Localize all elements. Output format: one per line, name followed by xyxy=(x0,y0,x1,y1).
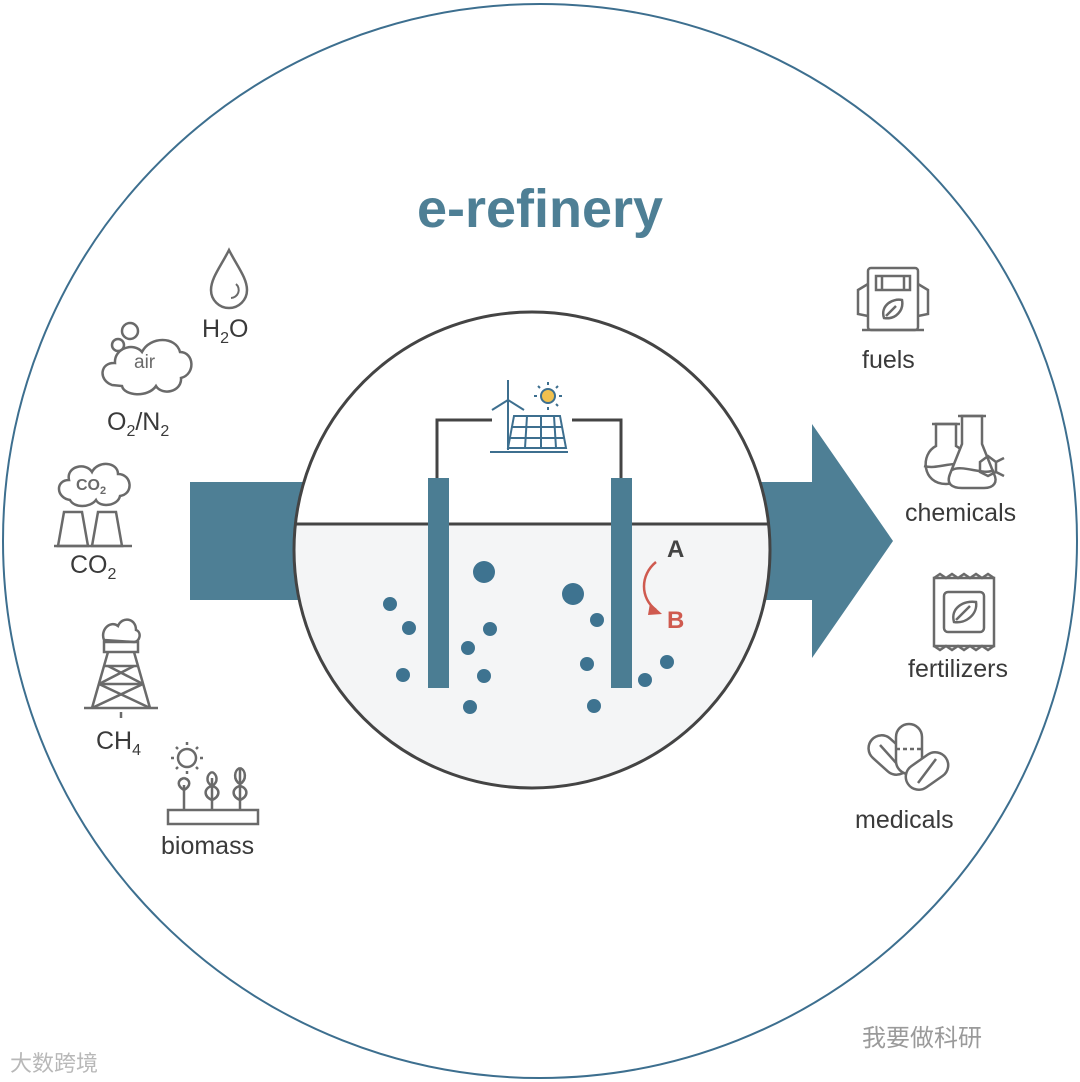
label-chemicals: chemicals xyxy=(905,499,1017,527)
co2-factory-icon xyxy=(54,462,132,548)
reactant-a-label: A xyxy=(667,536,685,563)
label-co2: CO2 xyxy=(70,553,116,583)
water-drop-shine xyxy=(230,283,240,299)
co2-base: CO xyxy=(70,551,108,579)
diagram-title: e-refinery xyxy=(416,179,664,239)
label-fertilizers: fertilizers xyxy=(908,655,1009,683)
chemical-flasks-icon xyxy=(923,414,1005,490)
co2-icon-base: CO xyxy=(76,477,100,494)
gas-well-icon xyxy=(84,618,158,718)
fuel-pump-icon xyxy=(856,266,930,332)
watermark-right: 我要做科研 xyxy=(862,1025,982,1052)
co2-sub: 2 xyxy=(107,566,117,583)
h2o-rest: O xyxy=(228,315,249,343)
renewable-power-icon xyxy=(490,380,568,453)
co2-icon-text: CO2 xyxy=(76,478,106,497)
label-biomass: biomass xyxy=(161,832,255,860)
electrode-right xyxy=(611,478,632,688)
air-cloud-icon xyxy=(101,321,193,396)
n2-sub: 2 xyxy=(160,423,170,440)
wire-left xyxy=(435,418,492,478)
fertilizer-bag-icon xyxy=(932,572,996,652)
ch4-base: CH xyxy=(96,727,133,755)
watermark-left: 大数跨境 xyxy=(10,1051,99,1076)
o2-sub: 2 xyxy=(126,423,136,440)
h2o-base: H xyxy=(202,315,221,343)
electrolyzer xyxy=(292,310,772,790)
h2o-sub: 2 xyxy=(220,330,229,347)
label-h2o: H2O xyxy=(202,317,248,347)
electrode-left xyxy=(428,478,449,688)
label-o2-n2: O2/N2 xyxy=(107,410,169,440)
label-fuels: fuels xyxy=(862,346,915,374)
air-icon-text: air xyxy=(134,352,156,373)
label-ch4: CH4 xyxy=(96,729,141,759)
ch4-sub: 4 xyxy=(132,742,142,759)
pills-icon xyxy=(867,722,950,791)
wire-right xyxy=(572,418,623,478)
biomass-icon xyxy=(166,742,260,826)
gas-bubbles xyxy=(383,561,674,714)
o2-base: O xyxy=(107,408,127,436)
co2-icon-sub: 2 xyxy=(100,485,107,498)
label-medicals: medicals xyxy=(855,806,954,834)
n2-base: /N xyxy=(135,408,161,436)
product-b-label: B xyxy=(667,607,685,634)
